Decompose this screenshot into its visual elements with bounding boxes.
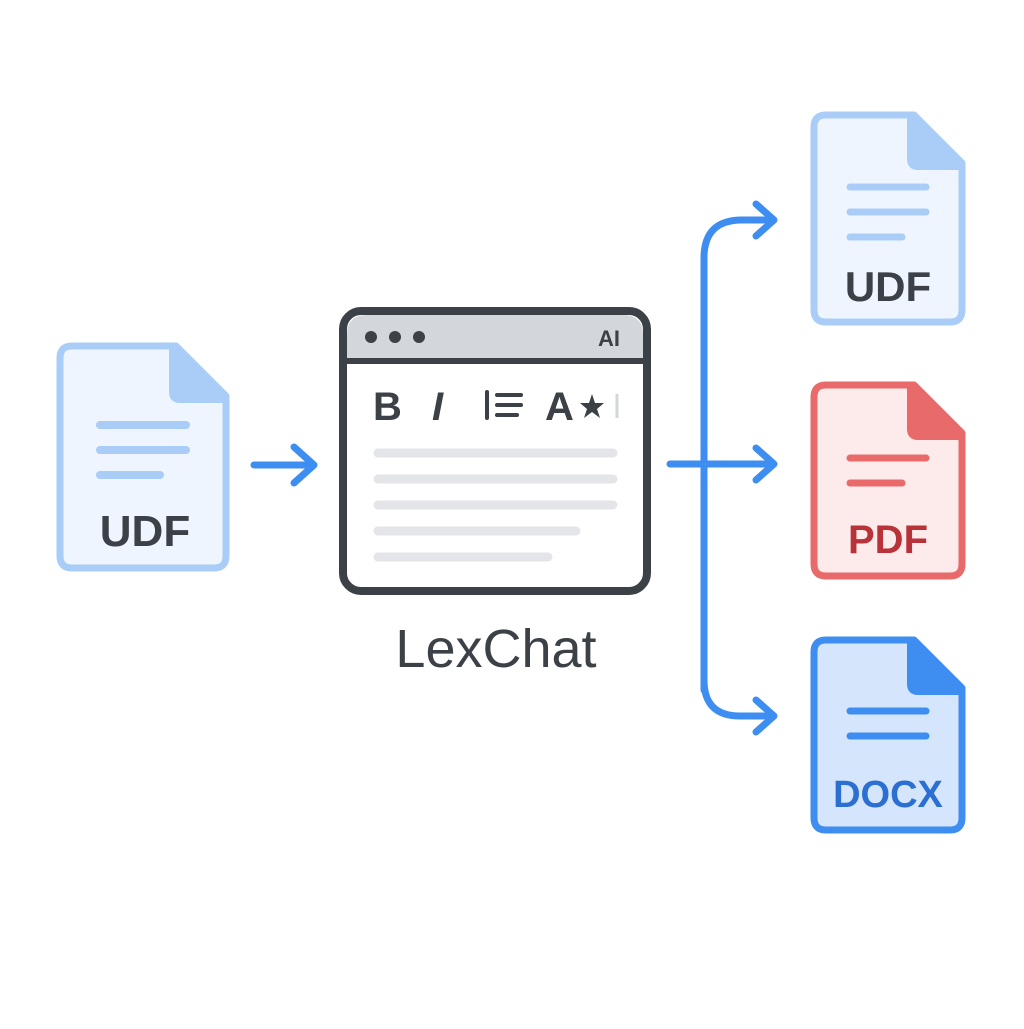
window-dot-icon bbox=[365, 331, 377, 343]
output-arrows bbox=[666, 200, 778, 736]
font-button[interactable]: A bbox=[545, 385, 574, 429]
input-arrow bbox=[250, 443, 318, 487]
window-dot-icon bbox=[413, 331, 425, 343]
input-udf-document-icon: UDF bbox=[56, 342, 230, 572]
italic-button[interactable]: I bbox=[432, 385, 444, 429]
input-udf-label: UDF bbox=[100, 507, 190, 556]
editor-window: AI B I A bbox=[339, 307, 651, 595]
app-title: LexChat bbox=[395, 619, 597, 679]
bold-button[interactable]: B bbox=[373, 385, 402, 429]
output-pdf-document-icon: PDF bbox=[810, 381, 966, 580]
ai-badge: AI bbox=[598, 326, 620, 351]
output-docx-document-icon: DOCX bbox=[810, 636, 966, 834]
output-docx-label: DOCX bbox=[833, 774, 943, 816]
sparkle-icon[interactable] bbox=[580, 394, 604, 418]
list-icon[interactable] bbox=[485, 390, 523, 420]
output-udf-document-icon: UDF bbox=[810, 111, 966, 326]
document-text-lines bbox=[373, 448, 618, 562]
output-udf-label: UDF bbox=[845, 263, 931, 310]
output-pdf-label: PDF bbox=[848, 518, 928, 562]
window-dot-icon bbox=[389, 331, 401, 343]
